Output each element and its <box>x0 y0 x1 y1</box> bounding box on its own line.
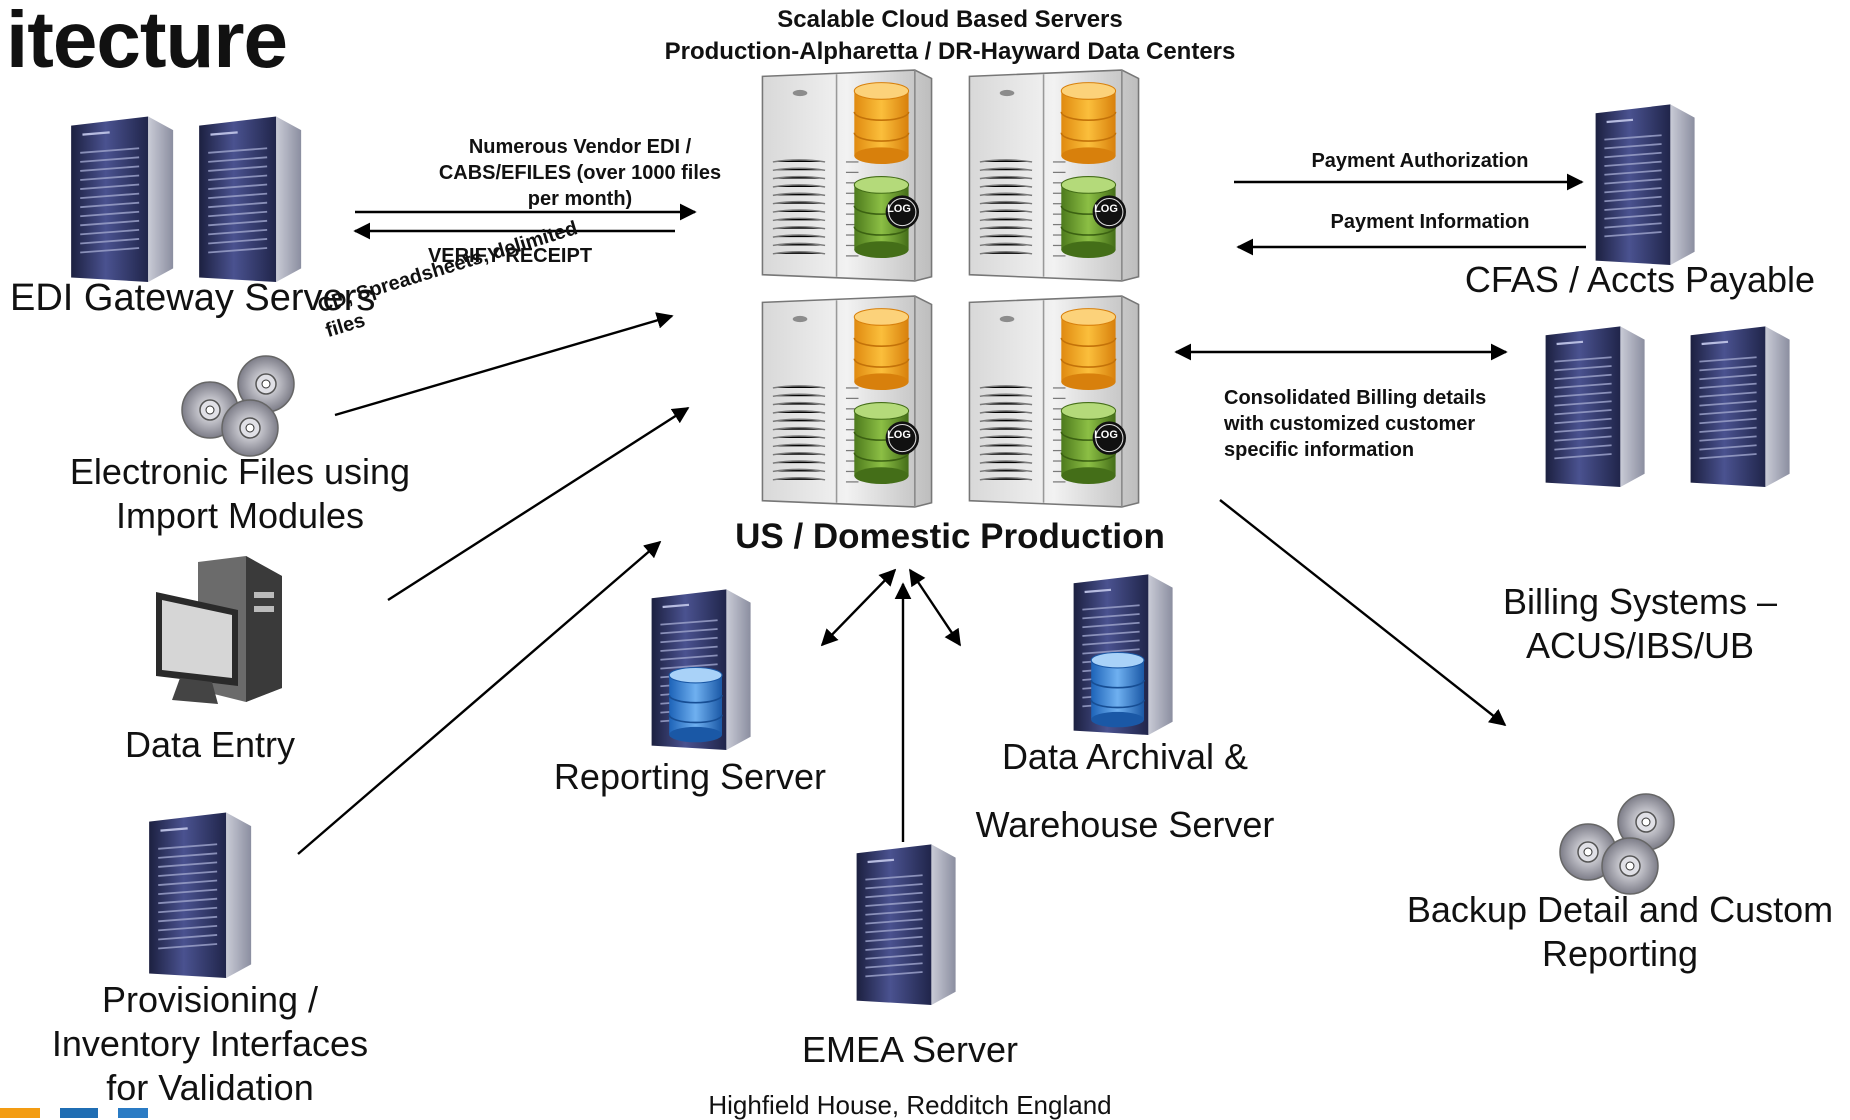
backup-arrow <box>1219 499 1507 727</box>
billing-systems-label: Billing Systems – ACUS/IBS/UB <box>1450 580 1830 668</box>
company-logo <box>0 1108 170 1118</box>
backup-label: Backup Detail and Custom Reporting <box>1390 888 1850 976</box>
log-badge: LOG <box>1094 429 1118 441</box>
archival-label: Data Archival & Warehouse Server <box>960 723 1290 859</box>
log-badge: LOG <box>887 203 911 215</box>
data-entry-arrow <box>387 406 690 602</box>
production-label: US / Domestic Production <box>735 517 1165 556</box>
edi-flow-line3: per month) <box>527 188 633 210</box>
provisioning-label: Provisioning / Inventory Interfaces for … <box>20 978 400 1110</box>
emea-location: Highfield House, Redditch England <box>708 1090 1112 1120</box>
cd-files-arrow <box>334 312 674 417</box>
slide-title: itecture <box>6 0 288 84</box>
log-badge: LOG <box>887 429 911 441</box>
archival-arrow <box>909 568 961 647</box>
backup-line1: Backup Detail and Custom <box>1406 889 1834 930</box>
provisioning-line1: Provisioning / <box>101 979 319 1020</box>
billing-details-line3: specific information <box>1224 439 1415 461</box>
backup-line2: Reporting <box>1541 933 1699 974</box>
provisioning-line2: Inventory Interfaces <box>51 1023 369 1064</box>
billing-details-line2: with customized customer <box>1224 413 1476 435</box>
data-entry-label: Data Entry <box>124 724 296 765</box>
electronic-files-label: Electronic Files using Import Modules <box>40 450 440 538</box>
verify-receipt-label: VERIFY RECEIPT <box>427 245 593 267</box>
cloud-header: Scalable Cloud Based Servers Production-… <box>610 4 1290 68</box>
cloud-header-line1: Scalable Cloud Based Servers <box>777 6 1123 33</box>
electronic-files-line2: Import Modules <box>115 495 365 536</box>
provisioning-line3: for Validation <box>106 1067 314 1108</box>
edi-flow-line1: Numerous Vendor EDI / <box>468 136 692 158</box>
cloud-header-line2: Production-Alpharetta / DR-Hayward Data … <box>664 38 1236 65</box>
provisioning-arrow <box>297 540 662 855</box>
log-badge: LOG <box>1094 203 1118 215</box>
electronic-files-line1: Electronic Files using <box>69 451 411 492</box>
emea-server-label: EMEA Server <box>801 1029 1019 1070</box>
reporting-server-label: Reporting Server <box>553 756 827 797</box>
archival-line1: Data Archival & <box>1001 736 1249 777</box>
edi-gateway-label: EDI Gateway Servers <box>10 277 376 319</box>
payment-information-label: Payment Information <box>1330 211 1530 233</box>
payment-authorization-label: Payment Authorization <box>1311 150 1529 172</box>
cfas-label: CFAS / Accts Payable <box>1464 259 1816 300</box>
edi-flow-label: Numerous Vendor EDI / CABS/EFILES (over … <box>420 134 740 212</box>
billing-line1: Billing Systems – <box>1502 581 1778 622</box>
billing-line2: ACUS/IBS/UB <box>1525 625 1755 666</box>
billing-details-line1: Consolidated Billing details <box>1224 387 1487 409</box>
billing-details-label: Consolidated Billing details with custom… <box>1224 385 1524 463</box>
reporting-arrow <box>820 568 897 647</box>
desktop-computer-icon <box>156 556 282 704</box>
edi-flow-line2: CABS/EFILES (over 1000 files <box>438 162 722 184</box>
archival-line2: Warehouse Server <box>975 804 1275 845</box>
